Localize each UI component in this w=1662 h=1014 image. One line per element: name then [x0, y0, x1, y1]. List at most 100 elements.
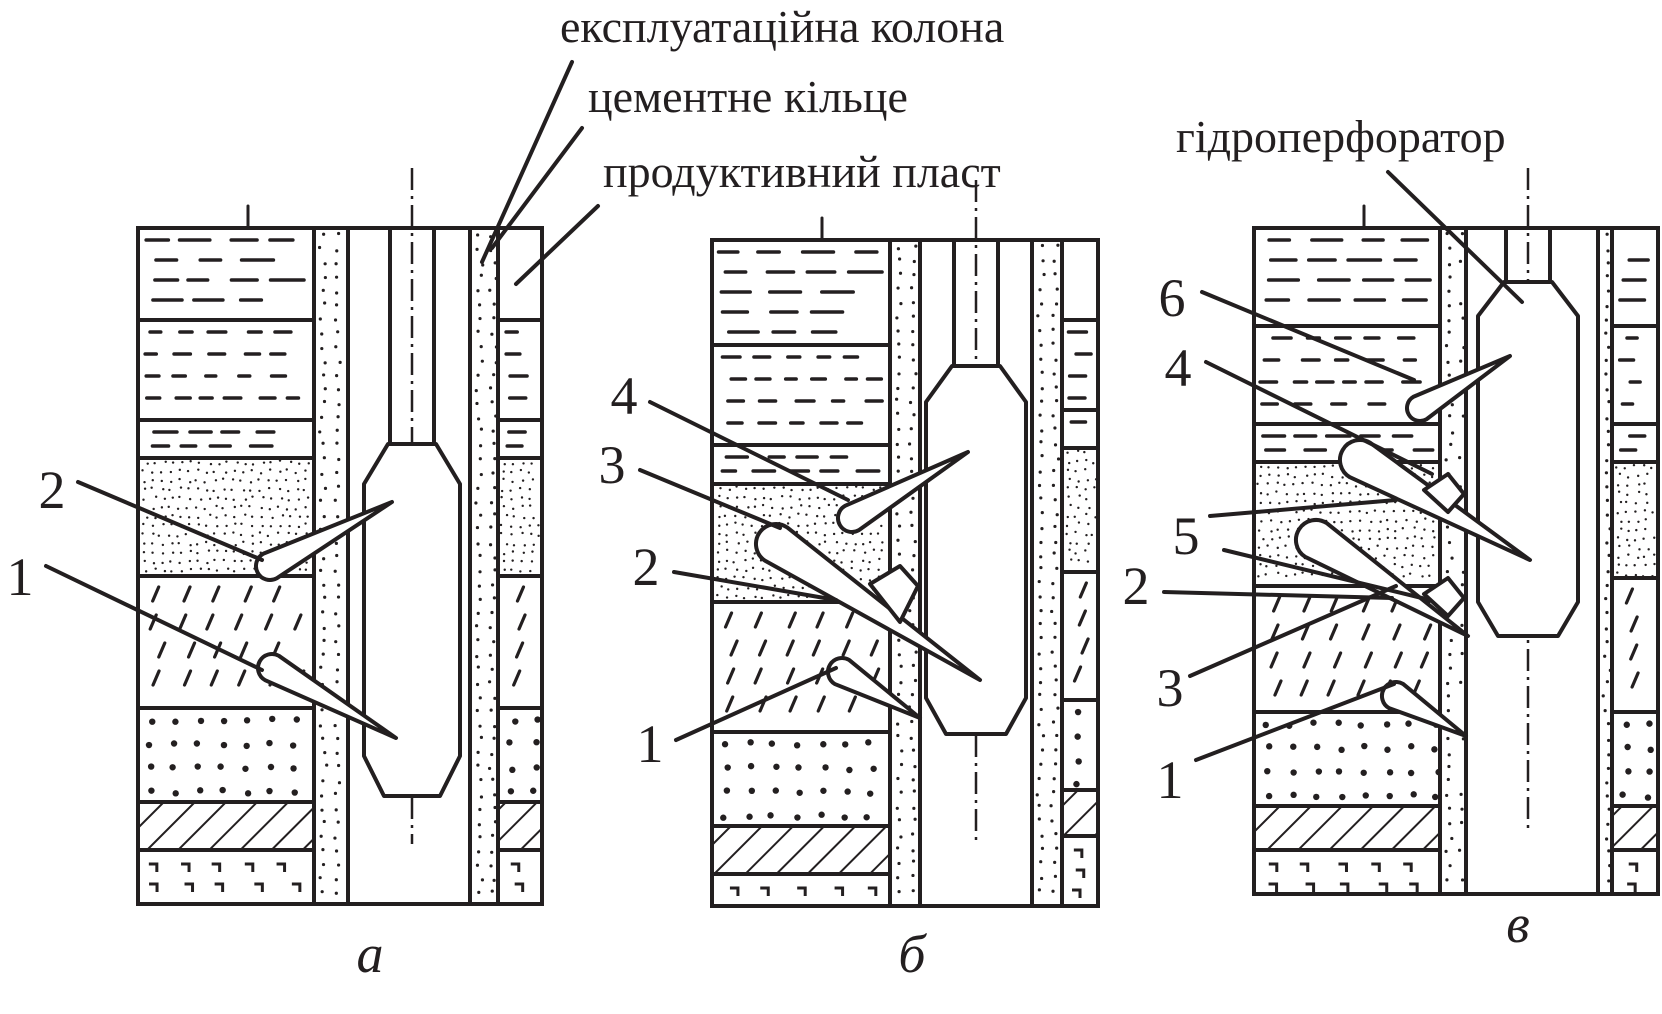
sand-dot [717, 560, 721, 564]
sand-dot [320, 346, 324, 351]
sand-dot [735, 496, 739, 499]
sand-dot [169, 560, 172, 563]
sand-dot [1039, 609, 1043, 613]
sand-dot [1607, 879, 1611, 883]
sand-dot [1386, 536, 1390, 540]
limestone-mark [1338, 862, 1348, 872]
sand-dot [1039, 343, 1043, 347]
sand-dot [475, 247, 479, 251]
sand-dot [1638, 483, 1641, 486]
sand-dot [323, 595, 327, 599]
sand-dot [753, 486, 756, 490]
sandstone-mark [1299, 679, 1309, 697]
sand-dot [1605, 417, 1609, 421]
sandstone-mark [1272, 595, 1282, 613]
sandstone-mark [1423, 623, 1433, 641]
sand-dot [212, 470, 215, 474]
sand-dot [896, 876, 900, 880]
productive-layer-label: продуктивний пласт [603, 146, 1001, 197]
sand-dot [1038, 692, 1042, 696]
sand-dot [1295, 499, 1298, 503]
sand-dot [146, 516, 149, 519]
casing-leader [480, 60, 574, 264]
sand-dot [1604, 358, 1608, 362]
callout-leader-c-5b [1222, 548, 1432, 602]
sand-dot [1359, 493, 1362, 496]
sand-dot [499, 531, 503, 535]
sand-dot [859, 569, 862, 572]
sand-dot [320, 708, 324, 712]
sand-dot [493, 512, 497, 516]
sand-dot [521, 504, 524, 508]
sand-dot [725, 559, 729, 563]
sand-dot [1617, 490, 1621, 493]
sand-dot [1413, 526, 1416, 529]
sand-dot [475, 863, 480, 867]
sand-dot [511, 480, 514, 484]
sand-dot [293, 716, 301, 723]
limestone-mark [181, 862, 191, 872]
sand-dot [1039, 555, 1043, 559]
sand-dot [323, 486, 328, 491]
sand-dot [1310, 573, 1314, 576]
sand-dot [1460, 583, 1464, 587]
sand-dot [320, 415, 324, 419]
sand-dot [1296, 493, 1299, 496]
sand-dot [1446, 736, 1450, 741]
sandstone-mark [757, 639, 768, 657]
sand-dot [1078, 494, 1081, 497]
sand-dot [716, 551, 720, 554]
sand-dot [479, 777, 483, 782]
sand-dot [1637, 556, 1640, 560]
sand-dot [285, 508, 289, 511]
sand-dot [196, 559, 199, 562]
limestone-mark [729, 886, 740, 896]
sand-dot [321, 847, 325, 852]
sand-dot [220, 741, 228, 749]
sand-dot [718, 532, 721, 536]
sand-dot [269, 525, 273, 528]
sand-dot [491, 429, 495, 433]
sand-dot [322, 626, 326, 631]
sand-dot [1627, 553, 1630, 556]
sand-dot [1259, 465, 1263, 469]
sand-dot [912, 554, 916, 558]
sand-dot [511, 507, 515, 511]
limestone-mark [834, 886, 845, 896]
sand-dot [1266, 493, 1269, 496]
callout-leader-c-1 [1194, 682, 1396, 762]
sand-dot [1087, 522, 1090, 526]
sand-dot [150, 542, 154, 545]
sand-dot [1074, 552, 1077, 555]
sand-dot [244, 790, 252, 797]
sand-dot [1605, 485, 1609, 489]
sand-dot [490, 583, 495, 587]
sand-dot [336, 595, 341, 599]
sand-dot [841, 531, 844, 535]
sand-dot [1393, 530, 1397, 533]
sand-dot [533, 738, 540, 746]
sand-dot [269, 497, 273, 500]
sand-dot [240, 522, 243, 526]
sand-dot [337, 763, 341, 768]
sand-dot [768, 514, 772, 517]
sand-dot [1392, 509, 1396, 513]
sand-dot [769, 497, 772, 501]
sand-dot [1266, 482, 1269, 485]
sand-dot [334, 640, 338, 644]
sand-dot [912, 413, 916, 417]
sand-dot [519, 468, 523, 472]
sand-dot [743, 495, 746, 499]
sand-dot [735, 551, 738, 554]
sand-dot [754, 531, 757, 534]
sand-dot [897, 638, 901, 642]
sand-dot [490, 889, 494, 893]
sand-dot [876, 532, 880, 535]
sand-dot [244, 513, 247, 516]
sand-dot [1052, 551, 1056, 555]
sand-dot [493, 725, 497, 729]
sand-dot [262, 461, 266, 464]
sand-dot [208, 497, 212, 501]
sand-dot [188, 497, 192, 501]
sand-dot [262, 496, 265, 499]
